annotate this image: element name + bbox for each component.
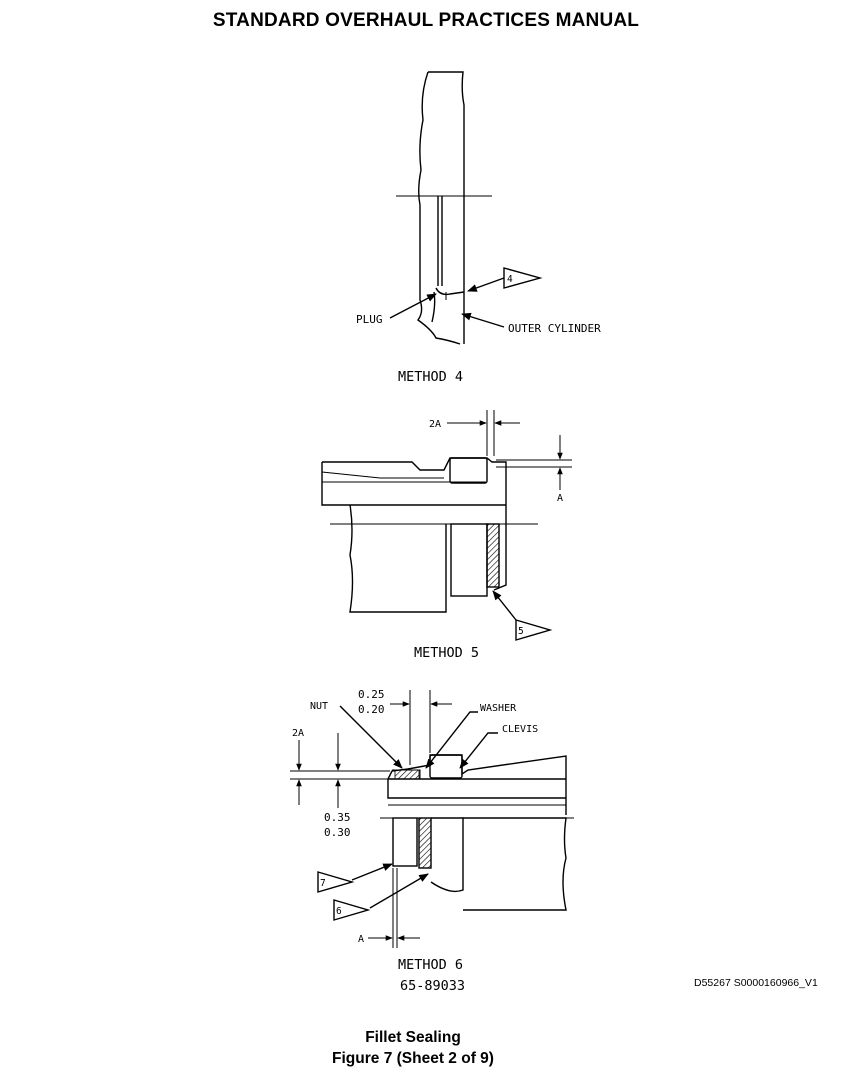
- method4-label: METHOD 4: [398, 369, 463, 385]
- dim-top-value-1: 0.25: [358, 688, 385, 701]
- washer-label: WASHER: [480, 703, 517, 714]
- flag-7-number: 7: [320, 878, 326, 889]
- dim-left-value-2: 0.30: [324, 826, 351, 839]
- method6-diagram: [290, 690, 574, 948]
- flag-6-number: 6: [336, 906, 342, 917]
- clevis-label: CLEVIS: [502, 724, 538, 735]
- method5-dim-2a: 2A: [429, 419, 441, 430]
- method4-diagram: [389, 71, 543, 345]
- method6-dim-2a: 2A: [292, 728, 304, 739]
- dim-left-value-1: 0.35: [324, 811, 351, 824]
- reference-id: D55267 S0000160966_V1: [694, 977, 818, 989]
- plug-label: PLUG: [356, 313, 383, 326]
- figure-title: Fillet Sealing: [365, 1029, 461, 1046]
- method5-diagram: [321, 410, 572, 641]
- figure-number: Figure 7 (Sheet 2 of 9): [332, 1050, 494, 1067]
- dim-top-value-2: 0.20: [358, 703, 385, 716]
- method5-dim-a: A: [557, 493, 563, 504]
- method6-label: METHOD 6: [398, 957, 463, 973]
- drawing-number: 65-89033: [400, 978, 465, 994]
- outer-cylinder-label: OUTER CYLINDER: [508, 322, 601, 335]
- method5-label: METHOD 5: [414, 645, 479, 661]
- page-title: STANDARD OVERHAUL PRACTICES MANUAL: [212, 10, 640, 31]
- method6-dim-a: A: [358, 934, 364, 945]
- flag-4-number: 4: [507, 274, 513, 285]
- flag-5-number: 5: [518, 626, 524, 637]
- nut-label: NUT: [310, 701, 328, 712]
